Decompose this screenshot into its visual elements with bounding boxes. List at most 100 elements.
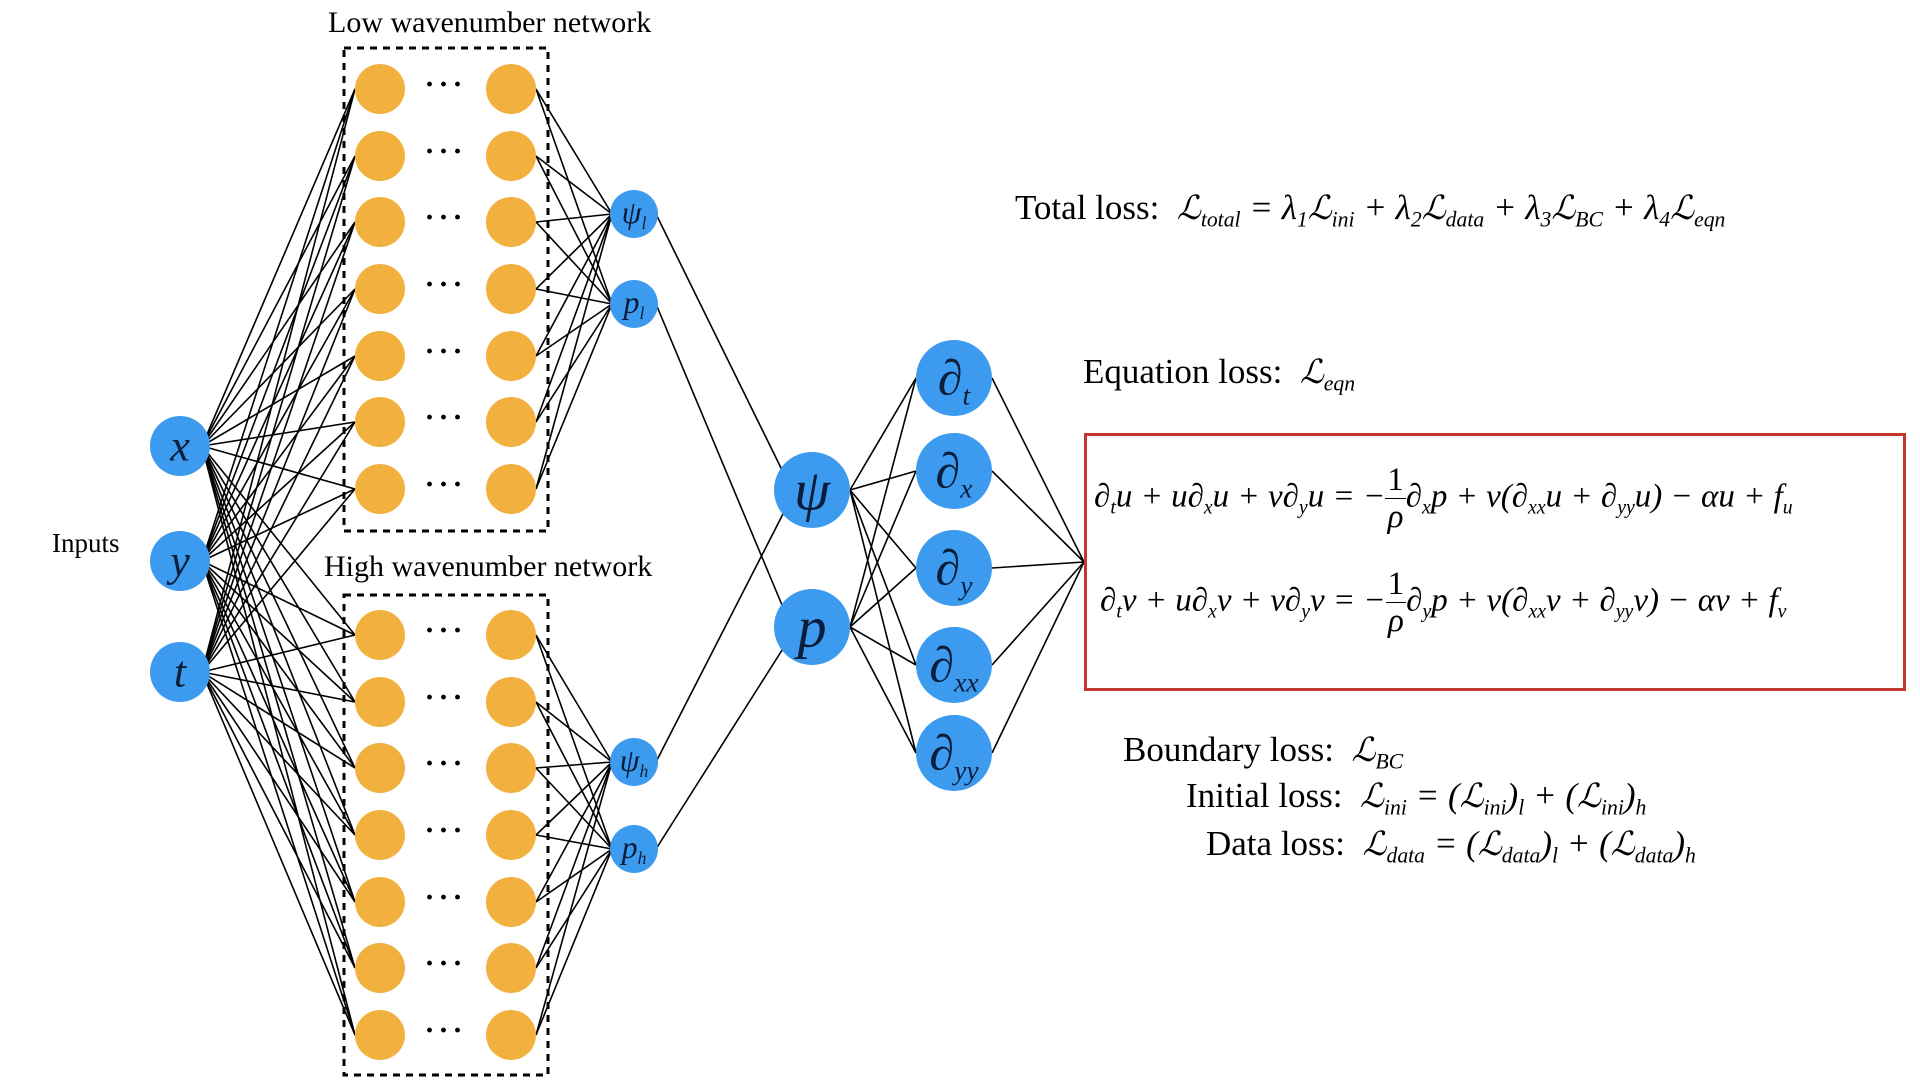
- derivative-label: ∂t: [937, 349, 971, 411]
- input-edge: [201, 671, 356, 836]
- high-network-box: [342, 593, 550, 1077]
- derivative-edge: [849, 626, 917, 754]
- input-node-x: [150, 416, 210, 476]
- input-edge: [201, 671, 356, 1036]
- derivative-node: [916, 715, 992, 791]
- input-edge: [201, 288, 356, 447]
- combined-node: [774, 452, 850, 528]
- hidden-output-edge: [535, 88, 613, 305]
- input-node-t: [150, 642, 210, 702]
- nodes: [150, 64, 992, 1060]
- equation-edge: [991, 561, 1085, 569]
- hidden-output-edge: [535, 155, 613, 215]
- derivative-edge: [849, 489, 917, 666]
- input-edge: [201, 445, 356, 769]
- input-edge: [201, 155, 356, 673]
- input-edge: [201, 288, 356, 562]
- p-sum-edge: [655, 646, 785, 850]
- input-edge: [201, 445, 356, 903]
- input-node-y: [150, 531, 210, 591]
- derivative-node: [916, 340, 992, 416]
- equation-edge: [991, 561, 1085, 666]
- ellipsis: ···: [424, 1014, 467, 1047]
- ellipsis: ···: [424, 401, 467, 434]
- hidden-node: [486, 810, 536, 860]
- input-edge: [201, 671, 356, 769]
- hidden-node: [355, 810, 405, 860]
- input-edge: [201, 288, 356, 673]
- data-loss-expr: ℒdata = (ℒdata)l + (ℒdata)h: [1362, 824, 1696, 868]
- input-edge: [201, 445, 356, 703]
- ellipsis: ···: [424, 68, 467, 101]
- hidden-node: [355, 743, 405, 793]
- hidden-output-edge: [535, 213, 613, 423]
- ellipsis: ···: [424, 614, 467, 647]
- input-edge: [201, 88, 356, 673]
- hidden-node: [355, 610, 405, 660]
- derivative-edge: [849, 377, 917, 628]
- derivative-edge: [849, 470, 917, 491]
- hidden-output-edge: [535, 303, 613, 423]
- equation-edge: [991, 377, 1085, 563]
- data-loss-name: Data loss:: [1206, 824, 1346, 863]
- initial-loss-expr: ℒini = (ℒini)l + (ℒini)h: [1360, 776, 1647, 820]
- total-loss-expr: ℒtotal = λ1ℒini + λ2ℒdata + λ3ℒBC + λ4ℒe…: [1176, 188, 1726, 232]
- ellipsis: ···: [424, 268, 467, 301]
- hidden-output-edge: [535, 761, 613, 969]
- input-edge: [201, 88, 356, 562]
- p-sum-edge: [655, 303, 783, 606]
- data-loss: Data loss: ℒdata = (ℒdata)l + (ℒdata)h: [1206, 824, 1696, 869]
- low-output-node: [610, 280, 658, 328]
- ellipsis: ···: [424, 681, 467, 714]
- derivative-node: [916, 433, 992, 509]
- input-edge: [201, 421, 356, 673]
- derivative-edge: [849, 489, 917, 569]
- high-output-label: ph: [621, 828, 647, 869]
- derivative-node: [916, 627, 992, 703]
- input-edge: [201, 634, 356, 673]
- ellipsis: ···: [424, 135, 467, 168]
- input-edge: [201, 221, 356, 673]
- hidden-node: [486, 943, 536, 993]
- hidden-output-edge: [535, 155, 613, 305]
- ellipsis: ···: [424, 335, 467, 368]
- low-output-label: ψl: [621, 193, 647, 234]
- derivative-node: [916, 530, 992, 606]
- initial-loss: Initial loss: ℒini = (ℒini)l + (ℒini)h: [1186, 776, 1646, 821]
- high-output-node: [610, 738, 658, 786]
- input-edge: [201, 355, 356, 562]
- hidden-node: [355, 877, 405, 927]
- inputs-label: Inputs: [52, 528, 120, 558]
- derivative-label: ∂xx: [929, 636, 979, 698]
- low-output-node: [610, 190, 658, 238]
- input-edge: [201, 445, 356, 490]
- hidden-node: [486, 1010, 536, 1060]
- low-network-box: [342, 46, 550, 533]
- input-edge: [201, 671, 356, 903]
- psi-sum-edge: [655, 213, 783, 471]
- input-edge: [201, 445, 356, 636]
- hidden-node: [486, 64, 536, 114]
- input-label-t: t: [173, 647, 187, 697]
- hidden-node: [355, 197, 405, 247]
- ellipsis: ···: [424, 747, 467, 780]
- input-label-x: x: [170, 421, 190, 471]
- hidden-node: [355, 131, 405, 181]
- input-edge: [201, 671, 356, 703]
- hidden-node: [486, 264, 536, 314]
- hidden-node: [355, 331, 405, 381]
- derivative-label: ∂x: [935, 442, 973, 504]
- hidden-output-edge: [535, 848, 613, 969]
- total-loss: Total loss: ℒtotal = λ1ℒini + λ2ℒdata + …: [1015, 188, 1725, 233]
- equation-loss-name: Equation loss:: [1083, 352, 1283, 391]
- hidden-node: [355, 677, 405, 727]
- ellipsis: ···: [424, 201, 467, 234]
- hidden-output-edge: [535, 213, 613, 223]
- input-edge: [201, 488, 356, 562]
- high-network-title: High wavenumber network: [324, 550, 653, 583]
- total-loss-name: Total loss:: [1015, 188, 1160, 227]
- combined-node: [774, 589, 850, 665]
